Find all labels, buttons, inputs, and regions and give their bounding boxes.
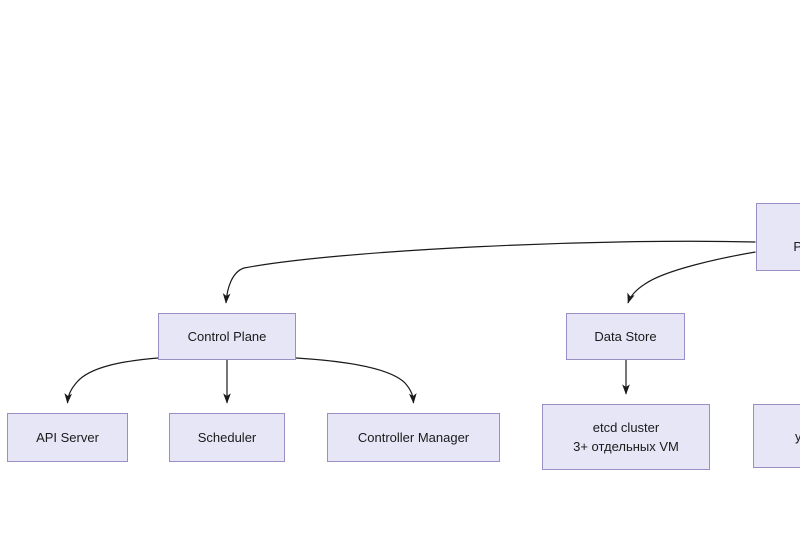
node-label: Раз <box>793 237 800 256</box>
node-control-plane[interactable]: Control Plane <box>158 313 296 360</box>
node-label: 3+ отдельных VM <box>573 439 679 454</box>
node-label: Controller Manager <box>357 430 470 445</box>
node-label: API Server <box>36 430 99 445</box>
node-etcd-cluster[interactable]: etcd cluster 3+ отдельных VM <box>542 404 710 470</box>
node-label: etcd cluster <box>592 420 660 435</box>
node-label: Control Plane <box>187 329 267 344</box>
node-scheduler[interactable]: Scheduler <box>169 413 285 462</box>
edge-control-plane-to-controller-manager <box>295 357 417 404</box>
edge-control-plane-to-api-server <box>64 357 159 404</box>
node-label: Data Store <box>594 329 657 344</box>
edge-root-to-control-plane <box>222 240 756 304</box>
node-api-server[interactable]: API Server <box>7 413 128 462</box>
node-controller-manager[interactable]: Controller Manager <box>327 413 500 462</box>
node-data-store[interactable]: Data Store <box>566 313 685 360</box>
node-install-node[interactable]: уста <box>753 404 800 468</box>
node-root[interactable]: КРаз <box>756 203 800 271</box>
node-label: уста <box>795 427 800 446</box>
edge-root-to-data-store <box>627 251 756 304</box>
node-label: Scheduler <box>197 430 257 445</box>
